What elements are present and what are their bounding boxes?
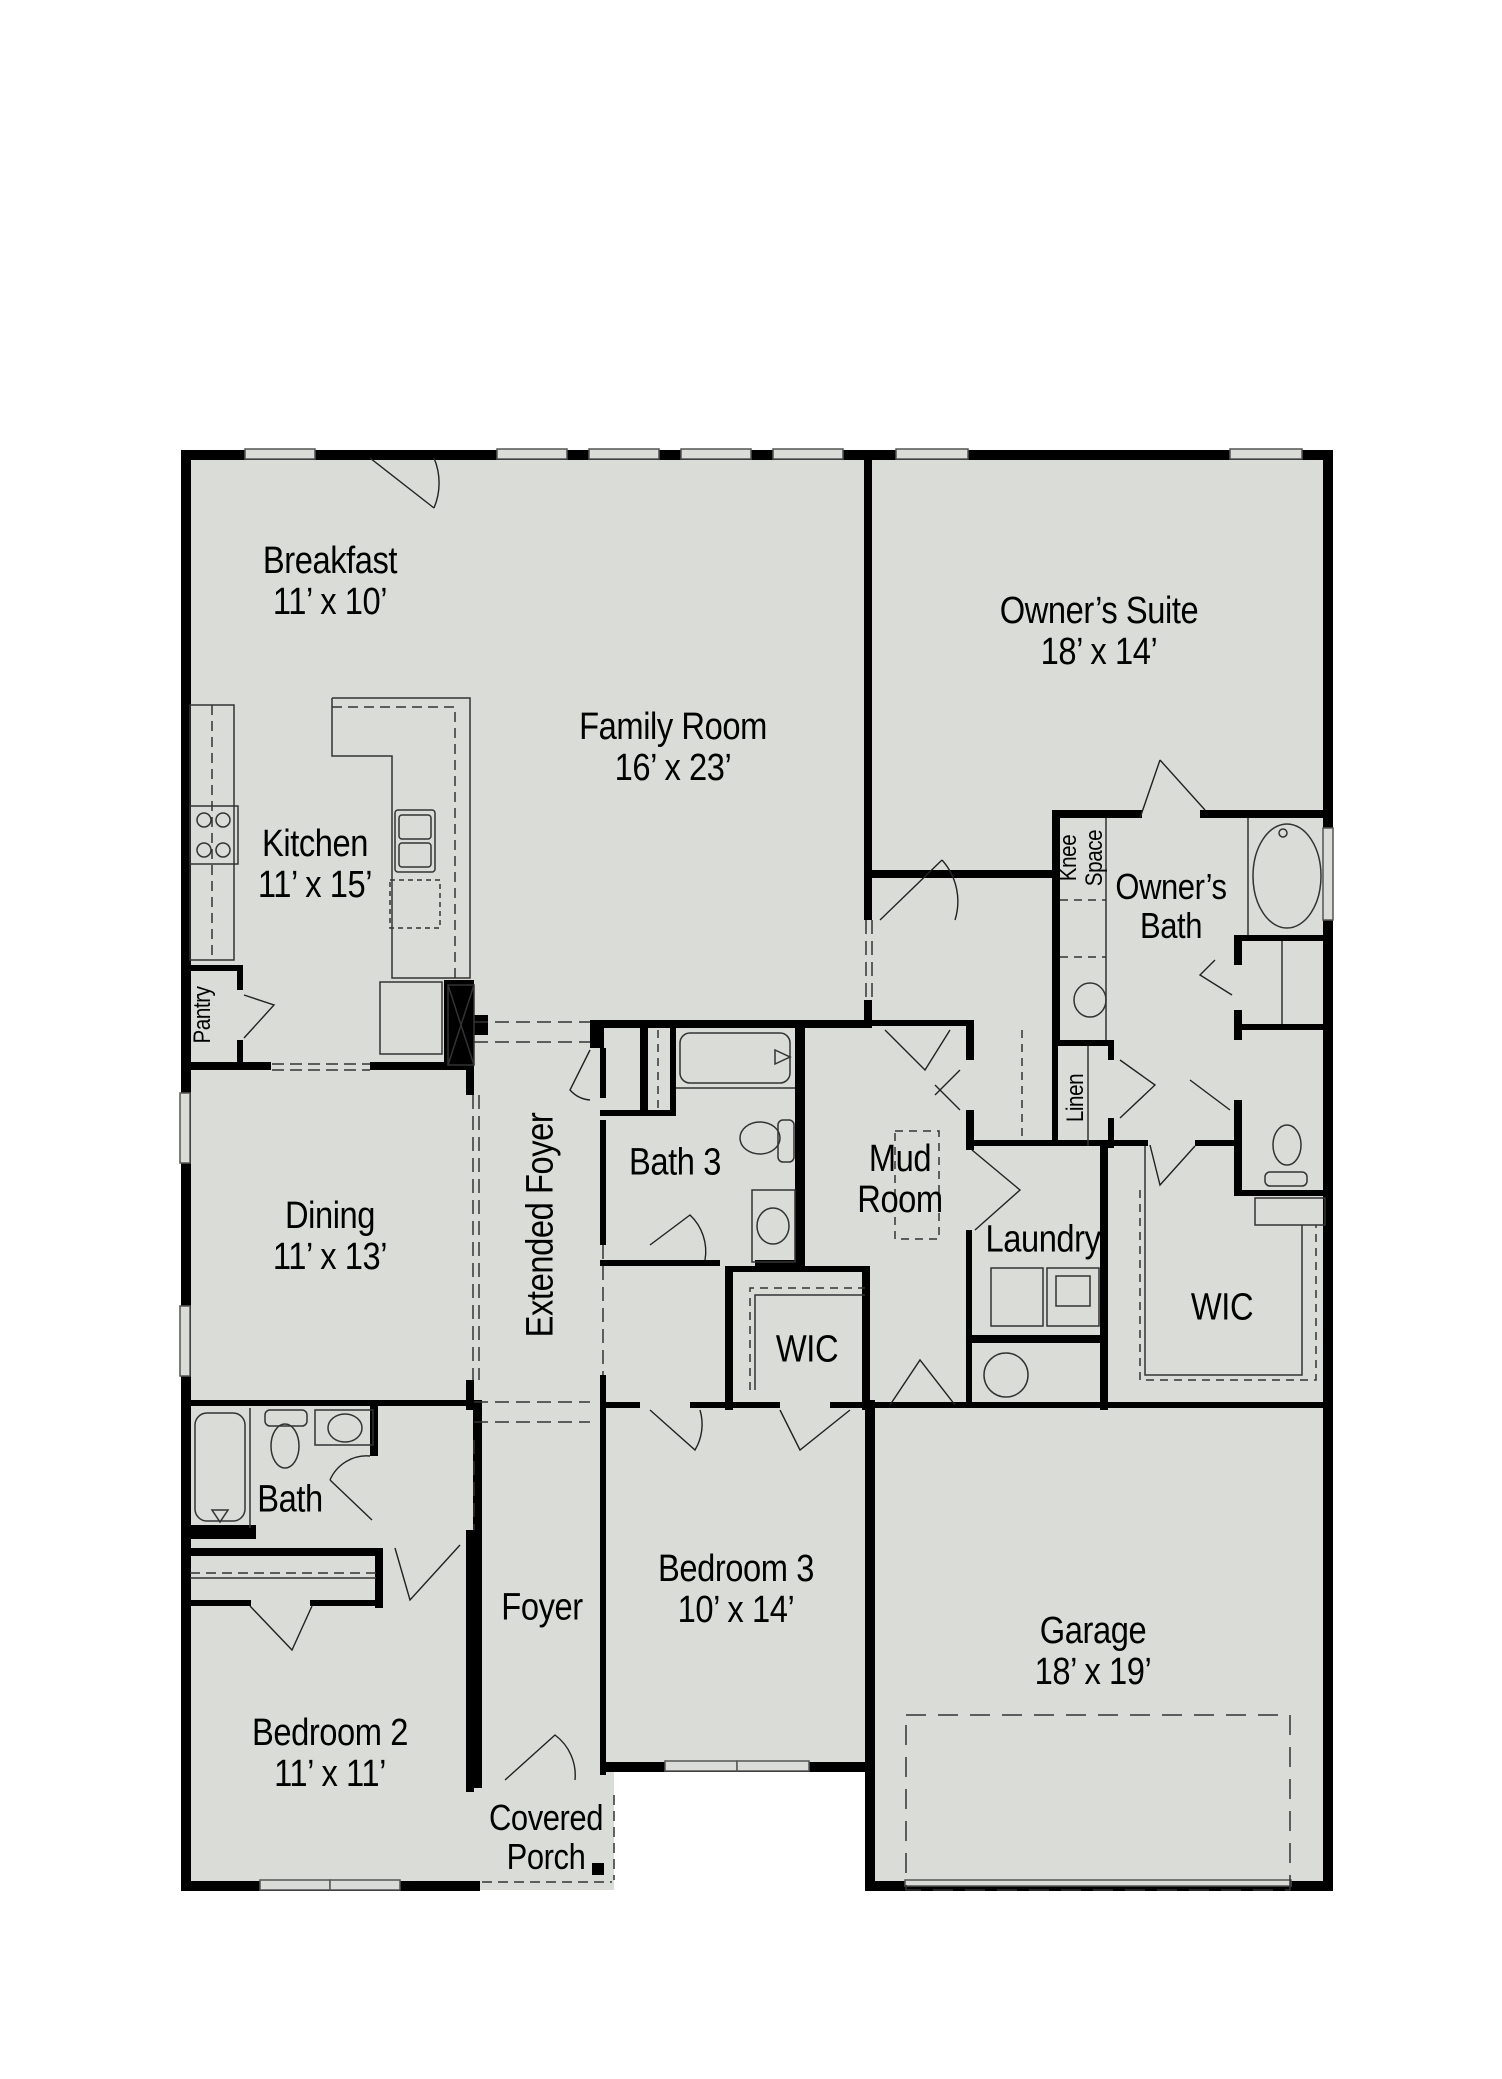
- room-covered-porch: Covered Porch: [480, 1797, 613, 1877]
- label-line1: Mud: [868, 1137, 932, 1180]
- label-line2: Space: [1081, 829, 1108, 887]
- room-laundry: Laundry: [976, 1219, 1110, 1260]
- room-name: Foyer: [501, 1586, 583, 1629]
- room-name: Bedroom 2: [252, 1711, 408, 1754]
- room-name: Pantry: [189, 986, 217, 1044]
- room-breakfast: Breakfast 11’ x 10’: [252, 539, 408, 623]
- floor-fill: [183, 452, 1331, 1890]
- room-dining: Dining 11’ x 13’: [264, 1194, 397, 1278]
- room-dims: 11’ x 10’: [272, 581, 388, 623]
- room-name: WIC: [775, 1328, 839, 1371]
- room-bath-3: Bath 3: [622, 1142, 729, 1183]
- room-name: Dining: [284, 1194, 376, 1237]
- room-owners-suite: Owner’s Suite 18’ x 14’: [984, 589, 1215, 673]
- room-dims: 11’ x 11’: [274, 1753, 386, 1795]
- label-line1: Knee: [1055, 834, 1083, 882]
- room-kitchen: Kitchen 11’ x 15’: [249, 822, 382, 906]
- room-name: Extended Foyer: [519, 1112, 562, 1338]
- room-bedroom-3: Bedroom 3 10’ x 14’: [645, 1547, 826, 1631]
- room-dims: 18’ x 14’: [1040, 631, 1158, 673]
- room-wic-bedroom3: WIC: [771, 1329, 843, 1370]
- room-name: Breakfast: [262, 539, 398, 582]
- room-linen: Linen: [1062, 1070, 1090, 1126]
- label-line2: Porch: [506, 1836, 586, 1877]
- room-name: Bath: [257, 1478, 323, 1521]
- label-line2: Room: [857, 1179, 943, 1221]
- room-name: Laundry: [985, 1218, 1101, 1261]
- room-name: Bath 3: [629, 1141, 721, 1184]
- room-dims: 11’ x 13’: [272, 1236, 388, 1278]
- interior-walls: [181, 450, 1333, 1875]
- room-name: Linen: [1062, 1073, 1090, 1123]
- label-line2: Bath: [1140, 905, 1202, 946]
- label-line1: Owner’s: [1115, 866, 1227, 908]
- room-dims: 11’ x 15’: [257, 864, 373, 906]
- label-line1: Covered: [488, 1797, 604, 1839]
- door-swings: [243, 457, 1233, 1781]
- room-family-room: Family Room 16’ x 23’: [564, 705, 782, 789]
- label-knee-space: Knee Space: [1055, 825, 1108, 891]
- fixtures: [189, 697, 1326, 1891]
- room-mud-room: Mud Room: [850, 1137, 949, 1221]
- exterior-notch: [614, 1768, 865, 1891]
- windows: [179, 448, 1334, 1891]
- room-name: Kitchen: [262, 822, 368, 865]
- room-foyer: Foyer: [495, 1587, 590, 1628]
- room-pantry: Pantry: [189, 982, 217, 1048]
- room-name: Family Room: [579, 705, 767, 748]
- room-name: WIC: [1190, 1286, 1254, 1329]
- room-extended-foyer: Extended Foyer: [519, 1094, 562, 1355]
- room-name: Garage: [1039, 1609, 1147, 1652]
- room-garage: Garage 18’ x 19’: [1025, 1609, 1161, 1693]
- room-name: Bedroom 3: [658, 1547, 814, 1590]
- room-dims: 16’ x 23’: [614, 747, 732, 789]
- room-dims: 10’ x 14’: [677, 1589, 795, 1631]
- room-bedroom-2: Bedroom 2 11’ x 11’: [239, 1711, 420, 1795]
- room-owners-bath: Owner’s Bath: [1106, 866, 1235, 946]
- room-dims: 18’ x 19’: [1034, 1651, 1152, 1693]
- room-wic-owner: WIC: [1186, 1287, 1258, 1328]
- room-bath: Bath: [252, 1479, 328, 1520]
- room-name: Owner’s Suite: [999, 589, 1199, 632]
